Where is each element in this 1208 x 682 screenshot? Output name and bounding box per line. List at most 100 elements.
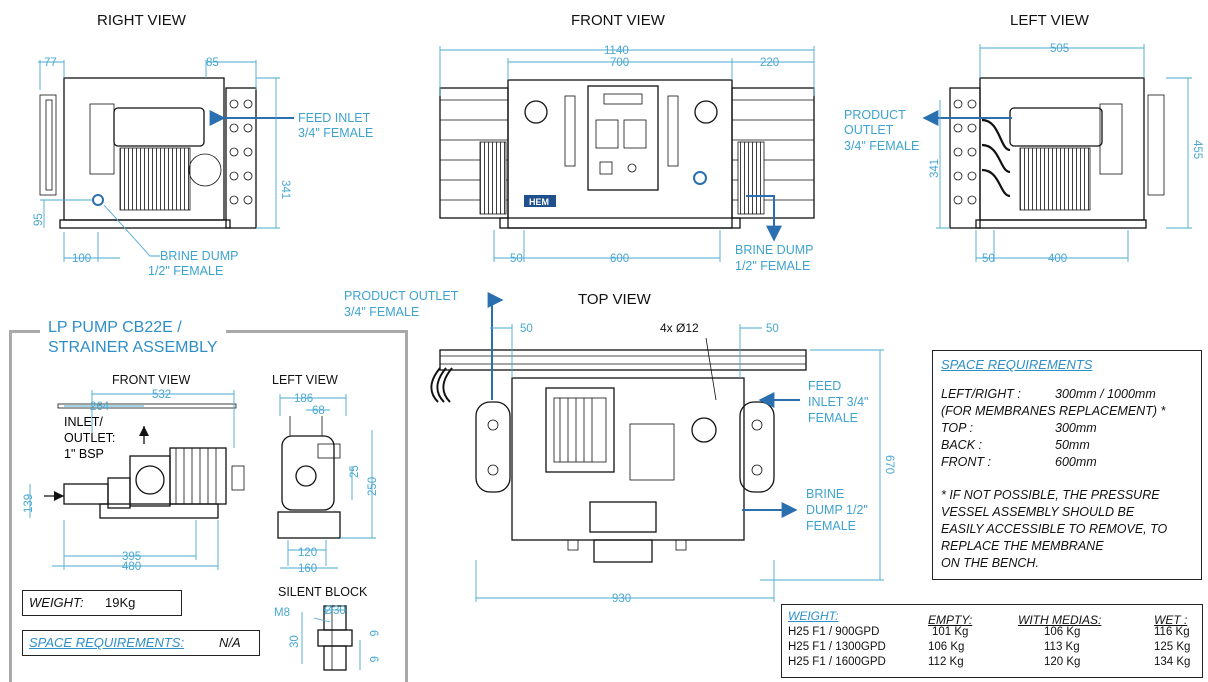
dim-50-top-a: 50 [520,323,533,335]
dim-400: 400 [1048,253,1067,265]
space-requirements-panel: SPACE REQUIREMENTS LEFT/RIGHT : 300mm / … [932,350,1202,580]
dim-480: 480 [122,561,141,573]
dim-700: 700 [610,57,629,69]
brine-top-line1: BRINE [806,487,844,501]
product-top-line1: PRODUCT OUTLET [344,289,459,303]
inlet-line2: OUTLET: [64,431,115,445]
space-footnote-line: VESSEL ASSEMBLY SHOULD BE [941,505,1135,519]
space-row-label: LEFT/RIGHT : [941,387,1021,401]
dim-395: 395 [122,551,141,563]
weight-empty: 106 Kg [928,641,965,653]
lp-weight-value: 19Kg [105,595,136,610]
dim-30-sb: 30 [289,635,301,648]
lp-weight-box: WEIGHT: 19Kg [22,590,182,616]
space-row-label: BACK : [941,438,982,452]
dim-50-top-b: 50 [766,323,779,335]
feed-top-line3: FEMALE [808,411,858,425]
dim-505: 505 [1050,43,1069,55]
space-row-label: TOP : [941,421,973,435]
inlet-line3: 1" BSP [64,447,104,461]
front-view-drawing: HEM [439,79,815,242]
top-view-drawing [430,292,807,563]
dim-455: 455 [1191,140,1203,159]
inlet-line1: INLET/ [64,415,103,429]
feed-top-line2: INLET 3/4" [808,395,869,409]
lp-space-value: N/A [219,635,241,650]
front-view-title: FRONT VIEW [571,12,666,29]
weight-medias: 113 Kg [1044,641,1080,653]
weight-header: WITH MEDIAS: [1018,613,1102,627]
weight-empty: 101 Kg [932,626,969,638]
weight-wet: 134 Kg [1154,656,1191,668]
lp-space-box: SPACE REQUIREMENTS: N/A [22,630,260,656]
hem-brand-label: HEM [529,197,549,207]
lp-pump-left-drawing: LEFT VIEW [272,373,341,539]
space-row-label: FRONT : [941,455,991,469]
dim-670: 670 [883,455,895,474]
weight-model: H25 F1 / 900GPD [788,626,880,638]
space-footnote-line: ON THE BENCH. [941,556,1039,570]
dim-160: 160 [298,563,317,575]
space-row-value: 50mm [1055,438,1090,452]
brine-right-line1: BRINE DUMP [160,249,238,263]
left-view-title: LEFT VIEW [1010,12,1090,29]
lp-pump-title-line1: LP PUMP CB22E / [48,319,182,336]
silent-block-drawing: SILENT BLOCK M8 Ø30 30 6 6 [274,585,379,671]
dim-m8: M8 [274,607,290,619]
top-view-title: TOP VIEW [578,291,652,308]
space-row-value: 300mm / 1000mm [1055,387,1156,401]
dim-532: 532 [152,389,171,401]
lp-pump-title: LP PUMP CB22E / STRAINER ASSEMBLY [40,318,226,358]
dim-6b: 6 [367,656,379,662]
weight-medias: 120 Kg [1044,656,1081,668]
weight-model: H25 F1 / 1300GPD [788,641,886,653]
product-top-line2: 3/4" FEMALE [344,305,419,319]
left-view-dimensions: 505 455 341 50 400 [929,43,1203,265]
space-footnote-line: * IF NOT POSSIBLE, THE PRESSURE [941,488,1160,502]
lp-front-view-title: FRONT VIEW [112,373,190,387]
dim-264: 264 [90,401,110,413]
weight-wet: 125 Kg [1154,641,1191,653]
dim-100: 100 [72,253,91,265]
right-view-title: RIGHT VIEW [97,12,187,29]
dim-139: 139 [23,494,35,513]
dim-930: 930 [612,593,631,605]
feed-inlet-right-line2: 3/4" FEMALE [298,126,373,140]
dim-6a: 6 [367,630,379,636]
weight-medias: 106 Kg [1044,626,1081,638]
weight-header: WEIGHT: [788,609,839,623]
dim-77: 77 [44,57,57,69]
dim-220: 220 [760,57,779,69]
product-left-line2: OUTLET [844,123,894,137]
holes-label: 4x Ø12 [660,321,699,335]
brine-front-line2: 1/2" FEMALE [735,259,810,273]
lp-pump-front-drawing: FRONT VIEW [44,373,245,519]
lp-space-label: SPACE REQUIREMENTS: [29,635,185,650]
product-left-line1: PRODUCT [844,108,906,122]
dim-85: 85 [206,57,219,69]
dim-68: 68 [312,405,325,417]
brine-top-line3: FEMALE [806,519,856,533]
weight-table: WEIGHT: EMPTY: WITH MEDIAS: WET : H25 F1… [781,604,1203,678]
weight-model: H25 F1 / 1600GPD [788,656,886,668]
space-row-value: 600mm [1055,455,1097,469]
silent-block-title: SILENT BLOCK [278,585,368,599]
weight-wet: 116 Kg [1154,626,1190,638]
dim-250: 250 [367,477,379,496]
dim-600: 600 [610,253,629,265]
brine-top-line2: DUMP 1/2" [806,503,868,517]
front-view-dimensions: 1140 700 220 50 600 [439,45,815,265]
weight-header: EMPTY: [928,613,973,627]
right-view-dimensions: 77 85 341 95 100 [33,57,291,265]
dim-341-left: 341 [929,159,941,178]
product-left-line3: 3/4" FEMALE [844,139,919,153]
brine-front-line1: BRINE DUMP [735,243,813,257]
lp-left-view-title: LEFT VIEW [272,373,338,387]
space-row-label: (FOR MEMBRANES REPLACEMENT) * [941,404,1166,418]
lp-pump-title-line2: STRAINER ASSEMBLY [48,339,218,356]
space-requirements-title: SPACE REQUIREMENTS [941,357,1093,372]
brine-right-line2: 1/2" FEMALE [148,264,223,278]
weight-empty: 112 Kg [928,656,964,668]
weight-header: WET : [1154,613,1188,627]
